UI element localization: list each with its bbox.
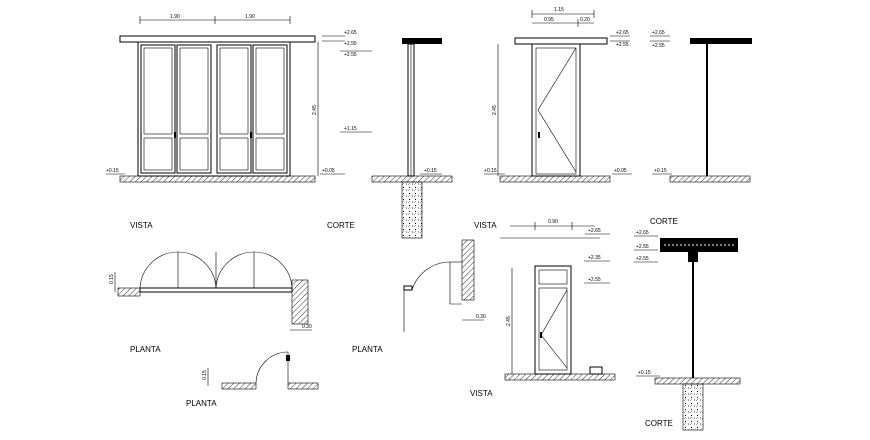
- corte-1-section: +0.15: [371, 38, 453, 239]
- dim-w4: 0.95: [544, 17, 554, 23]
- vertical-v3: 2.45: [506, 316, 512, 326]
- level-d1: +2.65: [588, 228, 601, 234]
- vista-3-elevation: 0.90 2.45: [500, 219, 616, 381]
- dim-w5: 0.20: [580, 17, 590, 23]
- level-c2: +2.55: [652, 43, 665, 49]
- label-corte-2: CORTE: [650, 217, 678, 226]
- svg-text:0.15: 0.15: [109, 274, 115, 284]
- level-b1: +2.65: [616, 30, 629, 36]
- level-d3: +2.55: [588, 277, 601, 283]
- label-planta-2: PLANTA: [186, 399, 217, 408]
- level-e1: +2.65: [636, 230, 649, 236]
- levels-group-b: +2.65 +2.55 +0.05 +0.15: [484, 30, 632, 175]
- corte-3-section: +2.65 +2.55 +2.55 +0.15: [634, 230, 741, 431]
- dim-w6: 0.90: [548, 219, 558, 225]
- level-a6: +0.15: [106, 168, 119, 174]
- label-vista-1: VISTA: [130, 221, 153, 230]
- label-vista-3: VISTA: [470, 389, 493, 398]
- label-corte-3: CORTE: [645, 419, 673, 428]
- level-e3: +2.55: [636, 256, 649, 262]
- level-a4: +1.15: [344, 126, 357, 132]
- planta-2-plan: 0.15: [202, 351, 319, 390]
- svg-text:+0.15: +0.15: [424, 168, 437, 174]
- dim-w1: 1.90: [170, 14, 180, 20]
- svg-text:0.15: 0.15: [202, 370, 208, 380]
- label-vista-2: VISTA: [474, 221, 497, 230]
- levels-group-a: +2.65 +2.55 +2.55 +1.15 +0.05 +0.15: [106, 30, 372, 175]
- label-planta-1: PLANTA: [130, 345, 161, 354]
- level-d2: +2.35: [588, 255, 601, 261]
- corte-2-section: +2.65 +2.55 +0.15: [650, 30, 752, 183]
- level-b4: +0.15: [484, 168, 497, 174]
- vista-1-elevation: 1.90 1.90 2.45: [119, 14, 319, 183]
- level-a3: +2.55: [344, 52, 357, 58]
- vertical-v2: 2.45: [492, 105, 498, 115]
- vertical-v1: 2.45: [312, 105, 318, 115]
- vista-2-elevation: 1.15 0.95 0.20 2.45: [492, 7, 611, 183]
- svg-text:+0.15: +0.15: [638, 370, 651, 376]
- svg-text:+0.15: +0.15: [654, 168, 667, 174]
- dim-p1: 0.30: [302, 324, 312, 330]
- label-corte-1: CORTE: [327, 221, 355, 230]
- label-planta-3: PLANTA: [352, 345, 383, 354]
- levels-group-d: +2.65 +2.35 +2.55: [584, 228, 610, 284]
- dim-w3: 1.15: [554, 7, 564, 13]
- level-a1: +2.65: [344, 30, 357, 36]
- level-a2: +2.55: [344, 41, 357, 47]
- level-a5: +0.05: [322, 168, 335, 174]
- level-c1: +2.65: [652, 30, 665, 36]
- dim-w2: 1.90: [245, 14, 255, 20]
- level-e2: +2.55: [636, 244, 649, 250]
- level-b2: +2.55: [616, 42, 629, 48]
- planta-1-plan: 0.30 0.15: [109, 251, 312, 331]
- level-b3: +0.05: [614, 168, 627, 174]
- planta-3-plan: 0.30: [403, 239, 486, 332]
- dim-p2: 0.30: [476, 314, 486, 320]
